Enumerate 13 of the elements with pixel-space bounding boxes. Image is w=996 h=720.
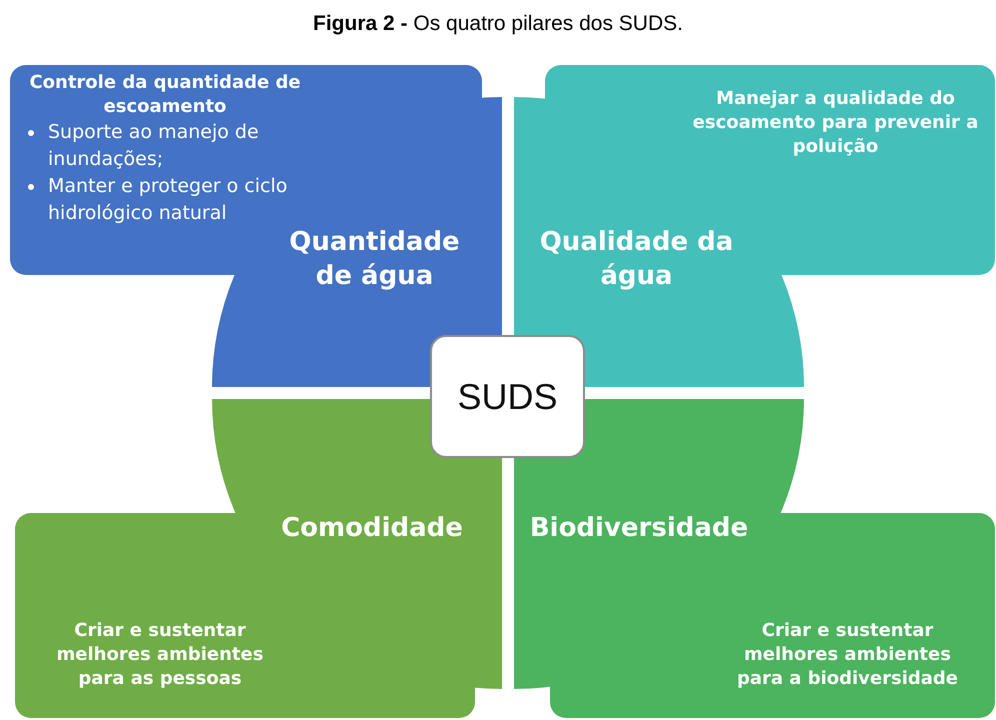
pillar-label: Qualidade da água xyxy=(538,226,734,293)
bullet-text: Manter e proteger o ciclo hidrológico natural xyxy=(48,175,288,224)
pillar-label: Quantidade de água xyxy=(288,226,461,293)
card-heading: Controle da quantidade de escoamento xyxy=(28,71,302,119)
card-text: Criar e sustentar melhores ambientes para a biodiversidade xyxy=(736,619,960,691)
pillar-label: Comodidade xyxy=(280,512,464,545)
card-text: Criar e sustentar melhores ambientes para as pessoas xyxy=(56,619,264,691)
card-text: Manejar a qualidade do escoamento para prevenir a poluição xyxy=(692,87,980,159)
bullet-text: Suporte ao manejo de inundações; xyxy=(48,121,259,170)
center-box xyxy=(430,335,585,458)
center-label: SUDS xyxy=(457,376,558,418)
pillar-label: Biodiversidade xyxy=(528,512,750,545)
figure-title: Figura 2 - Os quatro pilares dos SUDS. xyxy=(312,12,684,36)
